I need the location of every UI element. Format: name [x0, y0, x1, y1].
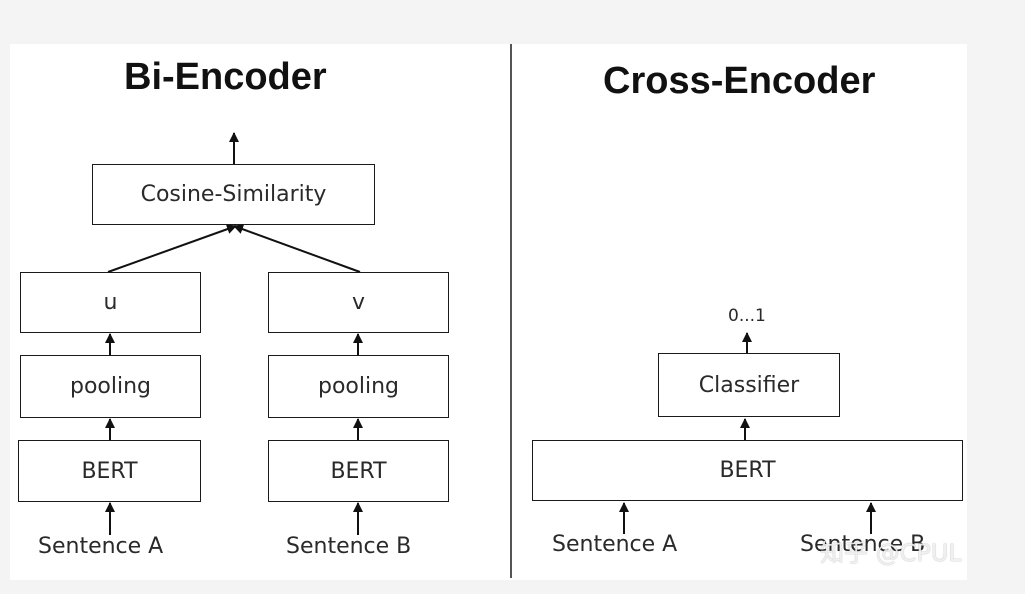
watermark-text: 知乎 @CPUL	[820, 539, 962, 567]
u-output-label: u	[103, 290, 118, 315]
classifier-output-range-label: 0...1	[728, 306, 766, 326]
cross-encoder-title: Cross-Encoder	[603, 60, 876, 102]
classifier-box: Classifier	[658, 353, 840, 417]
left-bert-box: BERT	[18, 440, 201, 502]
v-output-box: v	[268, 272, 449, 333]
left-pooling-box: pooling	[20, 355, 201, 418]
cross-bert-label: BERT	[719, 458, 776, 483]
cosine-similarity-box: Cosine-Similarity	[92, 164, 375, 225]
right-bert-box: BERT	[268, 440, 449, 502]
left-bert-label: BERT	[81, 458, 138, 484]
u-to-similarity-arrow	[107, 224, 237, 273]
right-pooling-label: pooling	[317, 374, 400, 399]
cross-sentence-b-label: Sentence B	[800, 532, 926, 557]
sentence-a-label: Sentence A	[38, 534, 164, 559]
cross-bert-box: BERT	[532, 440, 963, 501]
sentence-b-label: Sentence B	[286, 534, 412, 559]
u-output-box: u	[20, 272, 201, 333]
classifier-label: Classifier	[698, 372, 800, 398]
bi-encoder-title: Bi-Encoder	[124, 56, 327, 98]
v-output-label: v	[351, 290, 366, 315]
cross-sentence-a-label: Sentence A	[552, 532, 678, 557]
left-pooling-label: pooling	[69, 374, 152, 399]
cosine-similarity-label: Cosine-Similarity	[140, 182, 327, 207]
right-pooling-box: pooling	[268, 355, 449, 418]
v-to-similarity-arrow	[233, 224, 361, 273]
right-bert-label: BERT	[330, 458, 387, 484]
